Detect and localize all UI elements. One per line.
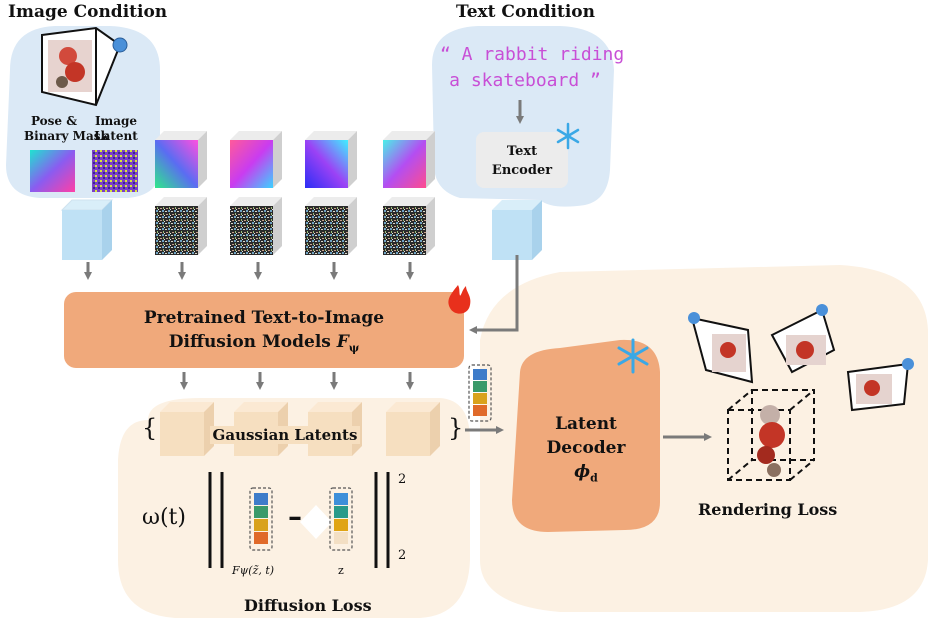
pose-cube-4 xyxy=(383,131,435,188)
output-arrows xyxy=(180,372,712,441)
norm-bars xyxy=(208,472,390,568)
noise-cube-1 xyxy=(155,197,207,255)
image-latent-label-line-2: Latent xyxy=(94,129,138,143)
render-camera-2-icon xyxy=(770,304,836,374)
diffusion-model-line-2: Diffusion Models Fψ xyxy=(64,330,464,360)
target-latent-label: z xyxy=(338,564,344,577)
diffusion-model-symbol: F xyxy=(336,332,349,352)
latent-decoder-line-1: Latent xyxy=(555,414,617,434)
latent-decoder-symbol-sub: d xyxy=(590,471,598,485)
flame-icon xyxy=(448,285,471,314)
target-latent-stack xyxy=(329,487,353,551)
image-latent-thumbnail xyxy=(92,150,138,192)
noise-cube-3 xyxy=(305,197,357,255)
image-condition-title: Image Condition xyxy=(8,2,168,22)
rendered-object-cube xyxy=(727,389,815,481)
loss-norm-superscript: 2 xyxy=(398,472,407,487)
pose-cube-3 xyxy=(305,131,357,188)
text-condition-title: Text Condition xyxy=(456,2,596,22)
gaussian-latent-cube-4 xyxy=(386,402,440,456)
input-arrows xyxy=(84,255,519,334)
diffusion-loss-title: Diffusion Loss xyxy=(244,596,372,615)
text-encoder-label: Text Encoder xyxy=(476,142,568,180)
latent-decoder-symbol: ϕ xyxy=(574,462,591,482)
encoder-snowflake-icon xyxy=(556,122,580,150)
noise-cube-2 xyxy=(230,197,282,255)
gaussian-latents-label: Gaussian Latents xyxy=(210,426,360,444)
latent-decoder-shape xyxy=(512,339,660,532)
image-latent-label-line-1: Image xyxy=(94,114,138,128)
pose-cube-1 xyxy=(155,131,207,188)
latent-diamond xyxy=(300,505,332,539)
diffusion-model-box xyxy=(64,292,464,368)
text-encoder-line-2: Encoder xyxy=(491,163,553,178)
decoder-snowflake-icon xyxy=(617,338,649,374)
noise-cube-4 xyxy=(383,197,435,255)
render-camera-3-icon xyxy=(846,358,914,412)
text-prompt-line-2: a skateboard ” xyxy=(449,70,601,91)
predicted-latent-stack xyxy=(249,487,273,551)
pose-mask-label-line-1: Pose & xyxy=(30,114,78,128)
latents-close-brace: } xyxy=(448,414,464,442)
text-prompt-line-1: “ A rabbit riding xyxy=(440,44,625,65)
loss-norm-subscript: 2 xyxy=(398,548,407,563)
rendered-rabbit xyxy=(757,405,785,477)
image-latent-label: Image Latent xyxy=(90,114,142,144)
text-condition-cube xyxy=(492,200,542,260)
latent-decoder-symbol-line: ϕd xyxy=(512,460,660,490)
pose-cube-2 xyxy=(230,131,282,188)
gaussian-latent-cube-1 xyxy=(160,402,214,456)
text-encoder-line-1: Text xyxy=(506,144,538,159)
pose-mask-label: Pose & Binary Mask xyxy=(24,114,109,144)
pose-mask-label-line-2: Binary Mask xyxy=(24,129,109,143)
image-condition-cube xyxy=(60,199,114,260)
loss-weight: ω(t) xyxy=(142,505,186,530)
loss-minus: – xyxy=(288,500,302,533)
diffusion-model-line-2-prefix: Diffusion Models xyxy=(168,332,337,352)
diffusion-model-symbol-sub: ψ xyxy=(348,341,360,355)
pose-mask-thumbnail xyxy=(30,150,75,192)
latent-decoder-label: Latent Decoder ϕd xyxy=(512,412,660,490)
latents-open-brace: { xyxy=(142,414,158,442)
render-camera-1-icon xyxy=(688,312,754,384)
latent-stack-decoder-input xyxy=(468,364,492,422)
predicted-latent-label: Fψ(z̃, t) xyxy=(232,564,275,577)
latent-decoder-line-2: Decoder xyxy=(546,438,626,458)
text-encoder-box xyxy=(476,132,568,188)
image-condition-camera-icon xyxy=(41,26,128,107)
diffusion-model-line-1: Pretrained Text-to-Image xyxy=(143,308,385,328)
rendering-loss-title: Rendering Loss xyxy=(698,500,838,519)
diffusion-model-label: Pretrained Text-to-Image Diffusion Model… xyxy=(64,306,464,360)
text-prompt: “ A rabbit riding a skateboard ” xyxy=(440,42,625,94)
